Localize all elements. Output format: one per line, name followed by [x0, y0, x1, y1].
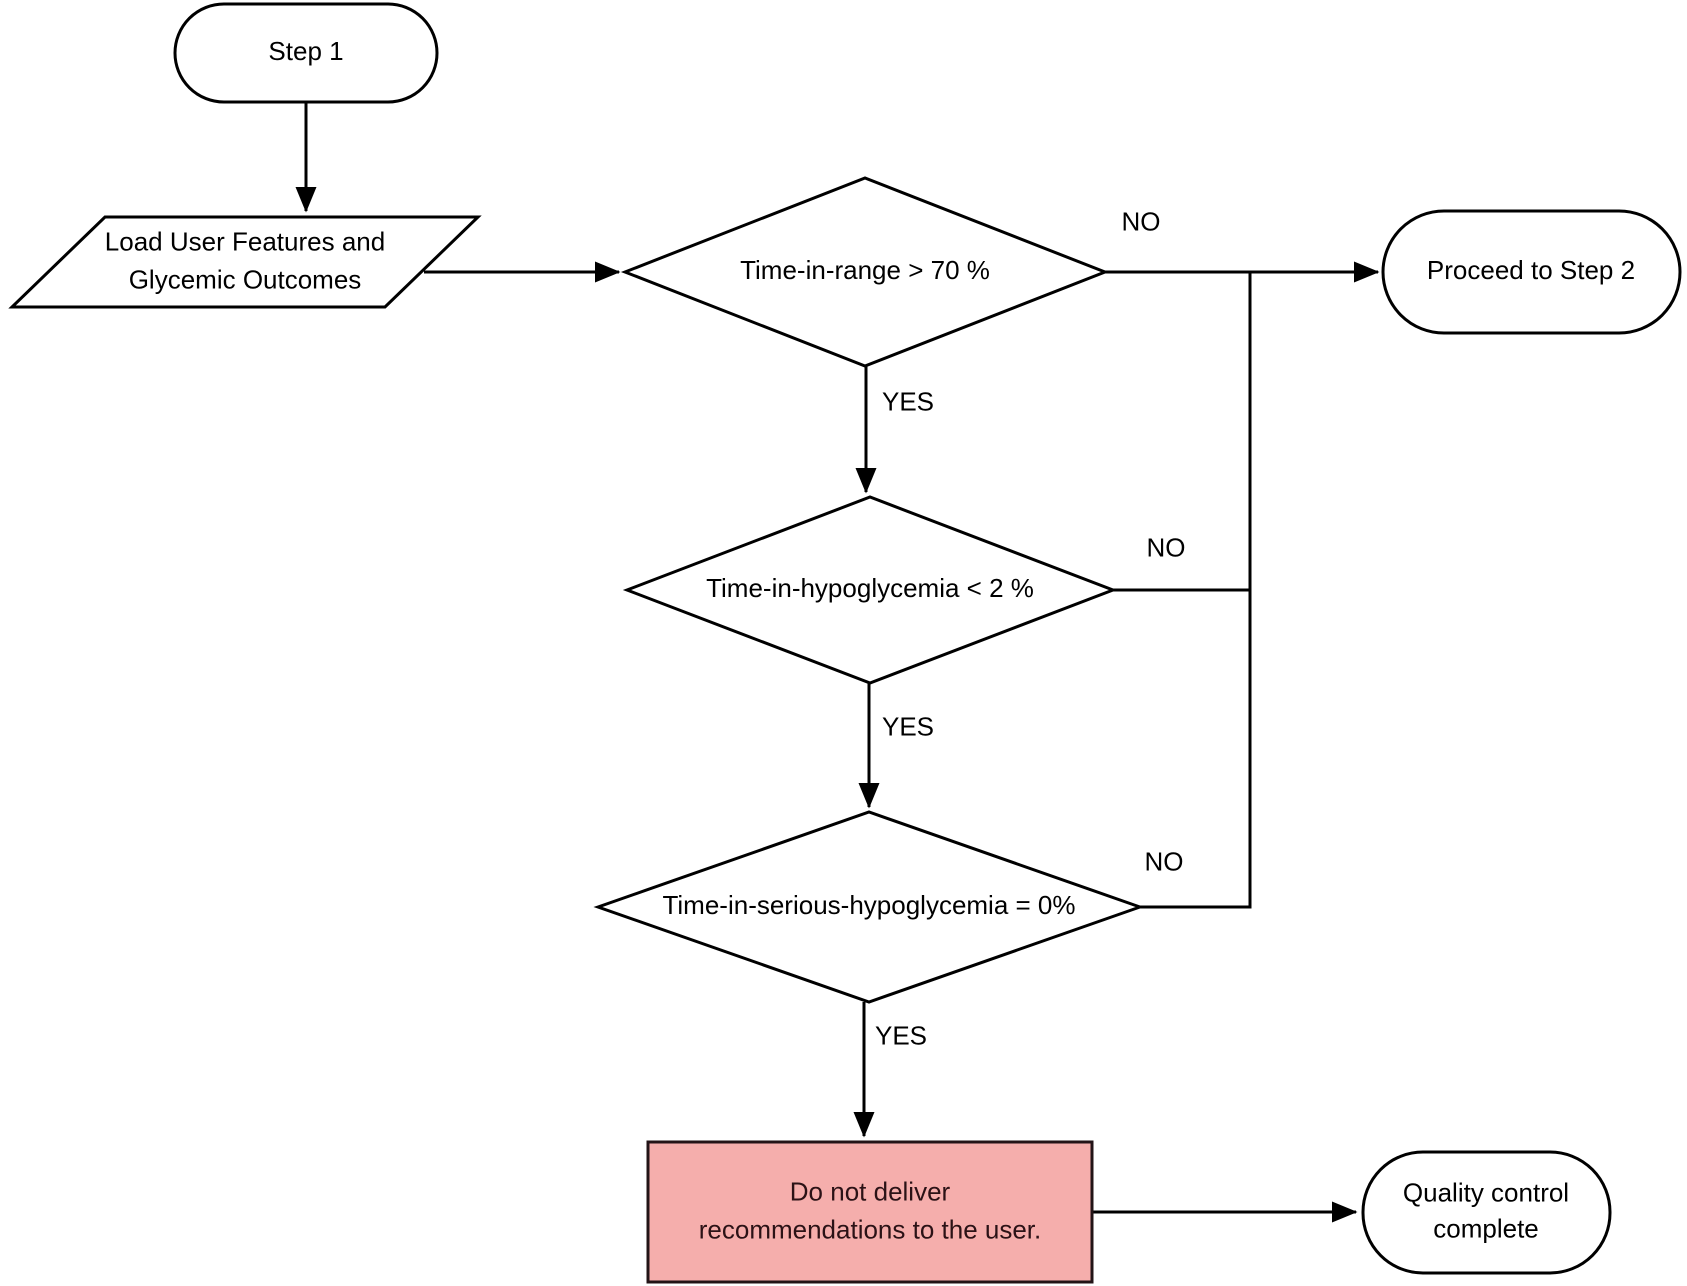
decision3-yes-label: YES — [874, 1020, 928, 1051]
decision1-label: Time-in-range > 70 % — [740, 255, 990, 286]
proceed-label: Proceed to Step 2 — [1426, 255, 1636, 286]
decision2-yes-label: YES — [881, 711, 935, 742]
node-decision2-diamond — [622, 495, 1118, 685]
decision2-no-label: NO — [1146, 532, 1186, 563]
load-label-line1: Load User Features and — [104, 226, 386, 257]
node-load-parallelogram — [8, 215, 482, 309]
do-not-deliver-label-line1: Do not deliver — [789, 1176, 951, 1207]
decision3-label: Time-in-serious-hypoglycemia = 0% — [662, 890, 1076, 921]
node-step1-stadium — [173, 2, 439, 104]
decision2-label: Time-in-hypoglycemia < 2 % — [706, 573, 1034, 604]
step1-label: Step 1 — [268, 36, 344, 67]
quality-control-label-line1: Quality control — [1402, 1177, 1570, 1208]
node-decision1-diamond — [620, 176, 1110, 368]
quality-control-label-line2: complete — [1433, 1214, 1539, 1244]
decision1-yes-label: YES — [881, 386, 935, 417]
decision3-no-label: NO — [1144, 846, 1184, 877]
node-proceed-stadium — [1381, 209, 1682, 335]
quality-control-label: Quality control complete — [1403, 1175, 1569, 1248]
load-label-line2: Glycemic Outcomes — [128, 264, 362, 294]
do-not-deliver-label: Do not deliver recommendations to the us… — [699, 1173, 1042, 1248]
node-do-not-deliver-rect — [646, 1140, 1094, 1284]
node-quality-control-stadium — [1361, 1150, 1612, 1275]
decision1-no-label: NO — [1121, 206, 1161, 237]
load-label: Load User Features and Glycemic Outcomes — [105, 223, 385, 298]
node-decision3-diamond — [593, 810, 1145, 1004]
do-not-deliver-label-line2: recommendations to the user. — [698, 1214, 1042, 1244]
